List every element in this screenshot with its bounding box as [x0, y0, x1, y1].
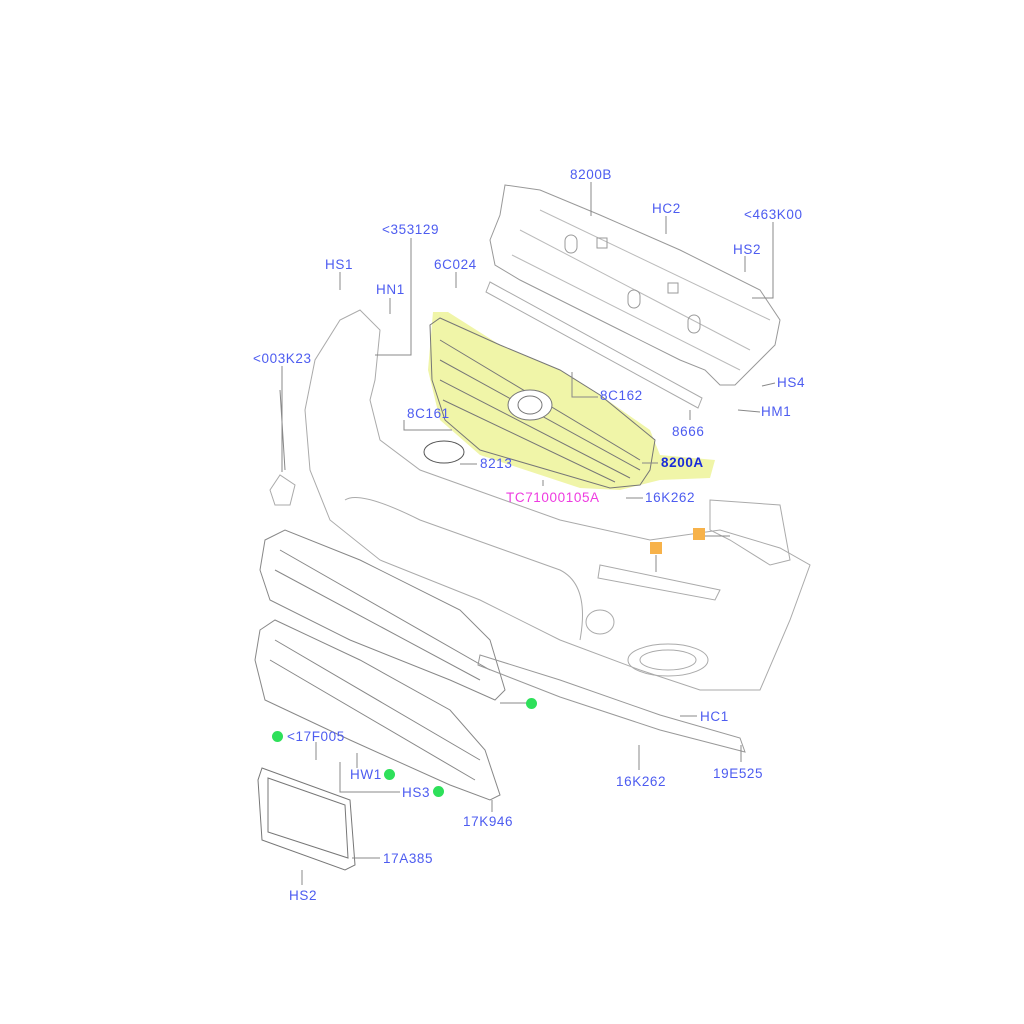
- callout-tc71000105a[interactable]: TC71000105A: [506, 490, 600, 505]
- callout-hs4[interactable]: HS4: [777, 375, 806, 390]
- callout-16k262-bottom[interactable]: 16K262: [616, 774, 667, 789]
- callout-hc1[interactable]: HC1: [700, 709, 729, 724]
- radiator-support-8200b: [489, 184, 781, 386]
- callout-8200a-selected[interactable]: 8200A: [661, 455, 704, 470]
- callout-hs3[interactable]: HS3: [402, 785, 431, 800]
- callout-hn1[interactable]: HN1: [376, 282, 405, 297]
- green-marker[interactable]: [272, 731, 283, 742]
- callout-19e525[interactable]: 19E525: [713, 766, 764, 781]
- callout-hm1[interactable]: HM1: [761, 404, 792, 419]
- grille-highlight: [428, 312, 715, 490]
- callout-8200b[interactable]: 8200B: [570, 167, 613, 182]
- callout-8666[interactable]: 8666: [672, 424, 705, 439]
- green-marker[interactable]: [526, 698, 537, 709]
- callout-hs2-top[interactable]: HS2: [733, 242, 762, 257]
- ford-badge-8213: [423, 440, 465, 464]
- callout-8c162[interactable]: 8C162: [600, 388, 643, 403]
- callout-17k946[interactable]: 17K946: [463, 814, 514, 829]
- callout-463k00[interactable]: <463K00: [744, 207, 803, 222]
- license-plate-bracket-17a385: [257, 767, 356, 871]
- green-marker[interactable]: [433, 786, 444, 797]
- callout-353129[interactable]: <353129: [382, 222, 440, 237]
- grille-8200a: [429, 317, 656, 489]
- callout-17a385[interactable]: 17A385: [383, 851, 434, 866]
- callout-003k23[interactable]: <003K23: [253, 351, 312, 366]
- bumper-cover: [269, 309, 811, 691]
- orange-marker[interactable]: [693, 528, 705, 540]
- callout-8c161[interactable]: 8C161: [407, 406, 450, 421]
- callout-8213[interactable]: 8213: [480, 456, 513, 471]
- lower-grille-17k946: [254, 619, 501, 801]
- callout-hs1[interactable]: HS1: [325, 257, 354, 272]
- orange-marker[interactable]: [650, 542, 662, 554]
- rod-8666: [485, 281, 703, 409]
- callout-17f005[interactable]: <17F005: [287, 729, 345, 744]
- callout-hc2[interactable]: HC2: [652, 201, 681, 216]
- callout-6c024[interactable]: 6C024: [434, 257, 477, 272]
- callout-hw1[interactable]: HW1: [350, 767, 382, 782]
- strip-19e525: [477, 654, 746, 753]
- lower-grille-upper: [259, 529, 506, 701]
- callout-hs2-bottom[interactable]: HS2: [289, 888, 318, 903]
- callout-16k262-top[interactable]: 16K262: [645, 490, 696, 505]
- green-marker[interactable]: [384, 769, 395, 780]
